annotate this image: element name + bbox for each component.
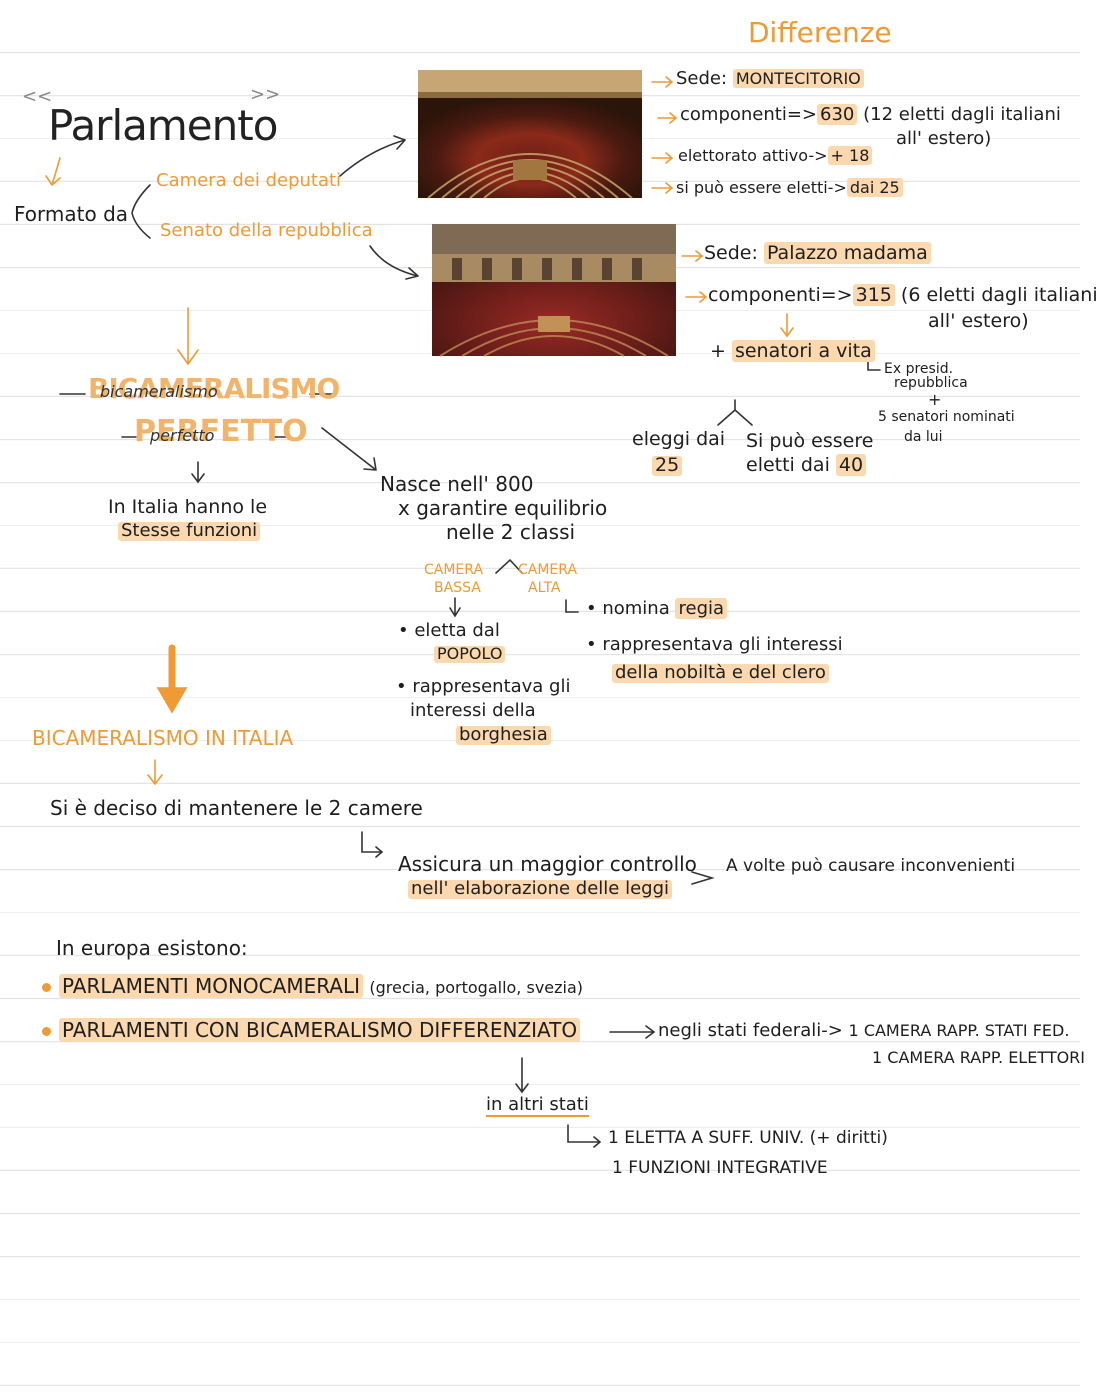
federali: negli stati federali-> 1 CAMERA RAPP. ST… [658,1020,1070,1041]
camera-alta-2: ALTA [528,580,561,596]
title-quote-open: << [22,86,53,107]
differenziato: PARLAMENTI CON BICAMERALISMO DIFFERENZIA… [59,1018,581,1042]
europa: In europa esistono: [56,936,248,960]
senato-componenti-note2: all' estero) [928,310,1029,332]
alta-regia: regia [675,598,728,619]
senatori-nominati: 5 senatori nominati [878,409,1015,425]
bicameralismo-heading: BICAMERALISMO [88,372,340,405]
senato-photo [432,224,676,357]
eletti-dai: eletti dai 40 [746,454,867,476]
bicameralismo-script: bicameralismo [100,382,218,401]
bassa-eletta: • eletta dal [398,620,500,641]
eletti-label: Si può essere [746,430,874,452]
assicura-2: nell' elaborazione delle leggi [408,879,673,899]
monocamerali-note: (grecia, portogallo, svezia) [369,978,584,997]
alta-nomina: • nomina regia [586,598,728,619]
camera-bassa-2: BASSA [434,580,481,596]
camera-deputati-label: Camera dei deputati [156,170,342,191]
title-quote-close: >> [250,84,281,105]
camera-deputati-photo [418,70,642,199]
nasce: Nasce nell' 800 [380,472,534,496]
federali-2: 1 CAMERA RAPP. ELETTORI [872,1048,1086,1067]
bullet-icon [42,983,51,992]
senato-componenti-value: 315 [852,284,895,306]
senato-sede-value: Palazzo madama [763,242,931,264]
repubblica: repubblica [894,375,968,391]
eletti-value: 40 [835,454,867,476]
camera-componenti-value: 630 [817,104,858,125]
bassa-interessi: interessi della [410,700,536,721]
assicura-1: Assicura un maggior controllo [398,852,697,876]
altri-2: 1 FUNZIONI INTEGRATIVE [612,1158,828,1178]
bassa-borghesia: borghesia [456,725,551,745]
altri-1: 1 ELETTA A SUFF. UNIV. (+ diritti) [608,1128,888,1148]
bassa-popolo: POPOLO [434,645,506,663]
senato-componenti: componenti=>315 (6 eletti dagli italiani [708,284,1098,306]
alta-rappresentava: • rappresentava gli interessi [586,634,843,655]
perfetto-script: perfetto [150,426,215,445]
senato-sede: Sede: Palazzo madama [704,242,931,264]
camera-sede: Sede: MONTECITORIO [676,69,864,89]
alta-nobilta: della nobiltà e del clero [612,663,829,683]
page-title: Parlamento [48,101,278,150]
da-lui: da lui [904,429,943,445]
camera-bassa-1: CAMERA [424,562,484,578]
eleggi-value: 25 [652,455,683,476]
camera-alta-1: CAMERA [518,562,578,578]
formato-da: Formato da [14,202,129,226]
bassa-rappresentava: • rappresentava gli [396,676,571,697]
stesse-funzioni: Stesse funzioni [118,521,261,541]
differenziato-row: PARLAMENTI CON BICAMERALISMO DIFFERENZIA… [42,1018,581,1042]
camera-componenti: componenti=>630 (12 eletti dagli italian… [680,104,1061,125]
camera-componenti-note2: all' estero) [896,128,992,149]
italia-text: In Italia hanno le [108,496,268,518]
monocamerali: PARLAMENTI MONOCAMERALI [59,974,364,998]
camera-eletti: si può essere eletti->dai 25 [676,178,903,197]
camera-eletti-value: dai 25 [846,178,903,197]
camera-sede-value: MONTECITORIO [732,69,864,88]
bicameralismo-italia: BICAMERALISMO IN ITALIA [32,726,294,750]
garantire: x garantire equilibrio [398,496,608,520]
eleggi-dai: eleggi dai [632,428,726,450]
plus-sign: + [928,390,942,409]
camera-elettorato: elettorato attivo->+ 18 [678,146,873,165]
monocamerali-row: PARLAMENTI MONOCAMERALI (grecia, portoga… [42,974,584,998]
ex-presid: Ex presid. [884,361,954,377]
differenze-heading: Differenze [748,16,892,49]
senato-label: Senato della repubblica [160,220,373,241]
bullet-icon [42,1027,51,1036]
altri-stati: in altri stati [486,1094,589,1117]
senatori-a-vita-value: senatori a vita [731,340,875,362]
mantenere: Si è deciso di mantenere le 2 camere [50,796,423,820]
nelle-classi: nelle 2 classi [446,520,576,544]
camera-elettorato-value: + 18 [827,146,873,165]
a-volte: A volte può causare inconvenienti [726,856,1016,876]
perfetto-heading: PERFETTO [134,414,308,449]
senatori-a-vita: + senatori a vita [710,340,875,362]
federali-1: 1 CAMERA RAPP. STATI FED. [848,1021,1070,1040]
